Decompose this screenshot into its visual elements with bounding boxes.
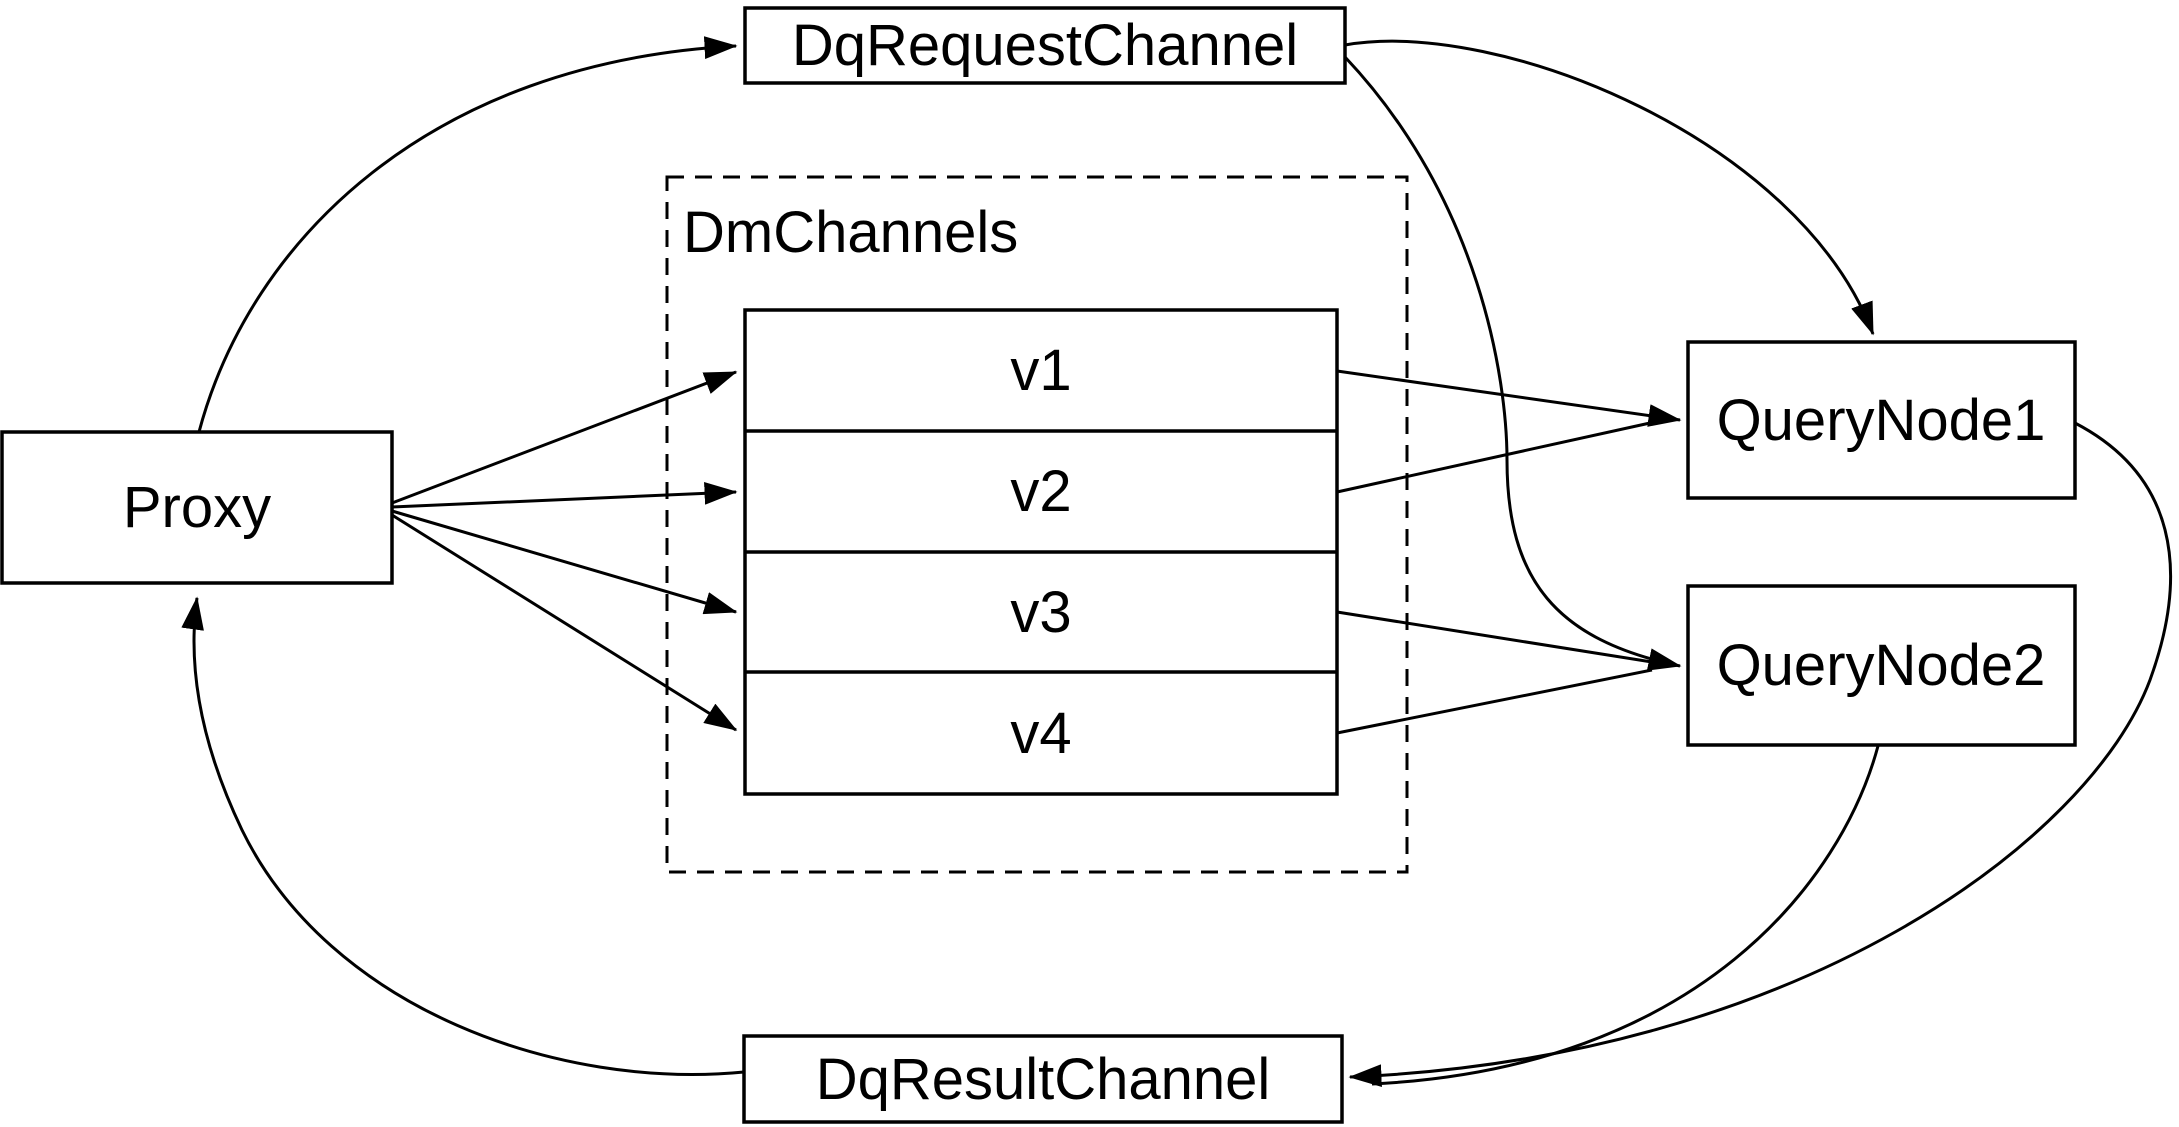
edge-v4-to-querynode2 <box>1336 668 1653 735</box>
edge-v3-to-querynode2 <box>1336 610 1653 664</box>
edge-querynode2-to-dqresultchannel <box>1371 745 1880 1086</box>
edge-querynode1-to-dqresultchannel <box>1348 421 2172 1088</box>
node-dq-request-channel <box>743 6 1347 85</box>
edge-dqrequestchannel-to-querynode2 <box>1343 55 1682 671</box>
channel-v3-label: v3 <box>1010 580 1071 645</box>
edge-proxy-to-v3 <box>391 509 738 615</box>
node-dq-result-channel <box>742 1034 1344 1124</box>
edge-dqresultchannel-to-proxy <box>181 596 745 1076</box>
edge-proxy-to-dqrequestchannel <box>197 36 738 433</box>
edge-v2-to-querynode1 <box>1336 421 1651 494</box>
query-node1-label: QueryNode1 <box>1717 388 2046 453</box>
dq-request-channel-label: DqRequestChannel <box>792 13 1298 78</box>
node-query-node1 <box>1686 340 2077 500</box>
edge-proxy-to-v1 <box>391 370 738 505</box>
group-dm-channels <box>665 175 1409 874</box>
dq-result-channel-label: DqResultChannel <box>816 1047 1271 1112</box>
edge-proxy-to-v4 <box>391 513 738 732</box>
edge-v1-to-querynode1 <box>1336 369 1682 427</box>
node-proxy <box>0 430 394 585</box>
channel-v2-label: v2 <box>1010 459 1071 524</box>
edge-dqrequestchannel-to-querynode1 <box>1344 39 1875 336</box>
node-query-node2 <box>1686 584 2077 747</box>
channel-v4-label: v4 <box>1010 701 1071 766</box>
query-node2-label: QueryNode2 <box>1717 633 2046 698</box>
channel-v1-label: v1 <box>1010 338 1071 403</box>
dm-channels-label: DmChannels <box>683 200 1018 265</box>
edge-proxy-to-v2 <box>391 481 738 509</box>
proxy-label: Proxy <box>123 475 271 540</box>
